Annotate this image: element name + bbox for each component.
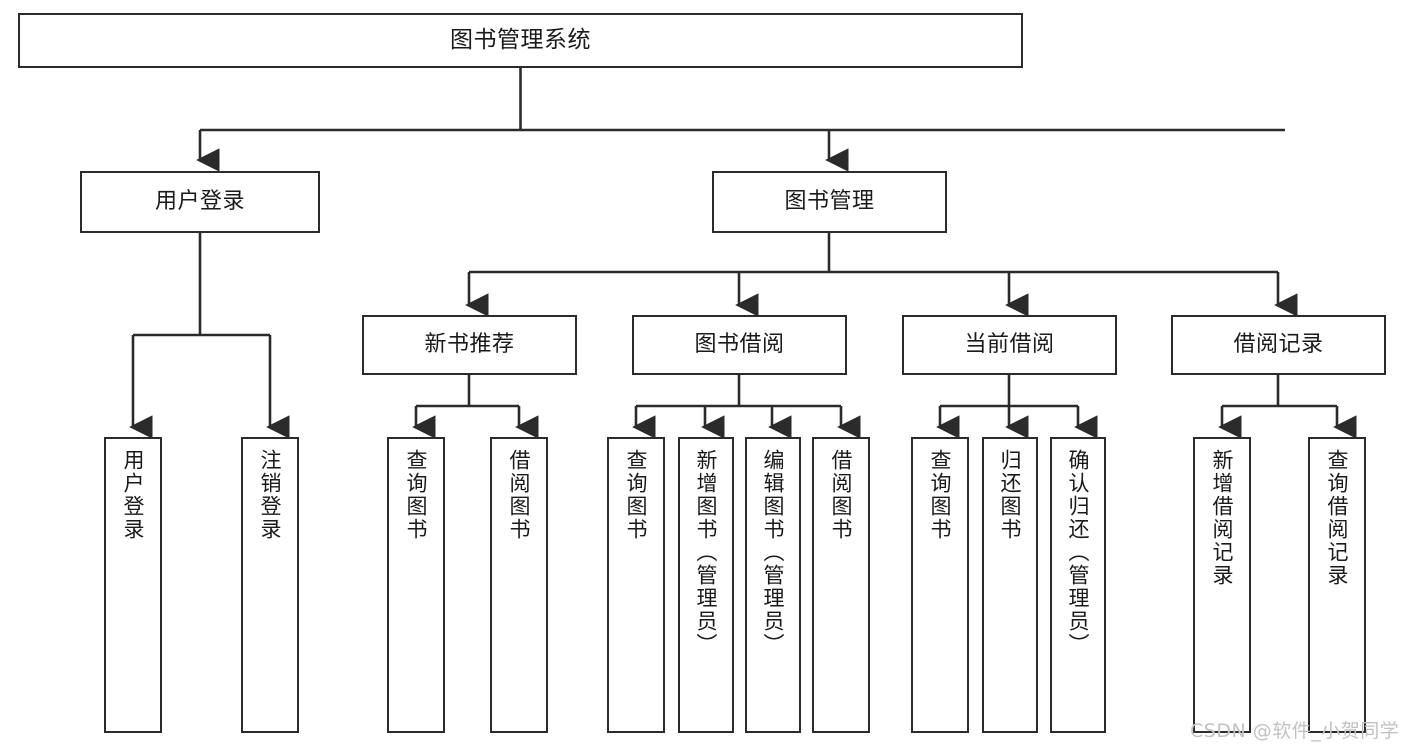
node-leaf-return-book[interactable]: 归还图书: [982, 437, 1038, 733]
node-leaf-confirm-return-admin[interactable]: 确认归还（管理员）: [1050, 437, 1106, 733]
node-leaf-borrow-book-new[interactable]: 借阅图书: [490, 437, 548, 733]
node-leaf-user-login[interactable]: 用户登录: [104, 437, 162, 733]
node-label: 图书管理系统: [450, 26, 591, 53]
node-label: 确认归还（管理员）: [1066, 449, 1091, 656]
node-borrow-record[interactable]: 借阅记录: [1171, 315, 1386, 375]
node-label: 借阅图书: [829, 449, 854, 541]
node-user-login[interactable]: 用户登录: [80, 171, 320, 233]
node-label: 查询图书: [624, 449, 649, 541]
node-label: 注销登录: [258, 449, 283, 541]
node-leaf-query-borrow-record[interactable]: 查询借阅记录: [1308, 437, 1366, 733]
node-new-book-recommend[interactable]: 新书推荐: [362, 315, 577, 375]
node-root-system[interactable]: 图书管理系统: [18, 13, 1023, 68]
node-label: 查询借阅记录: [1325, 449, 1350, 587]
node-leaf-add-borrow-record[interactable]: 新增借阅记录: [1193, 437, 1251, 733]
node-label: 借阅图书: [507, 449, 532, 541]
node-label: 用户登录: [154, 188, 245, 214]
node-label: 查询图书: [928, 449, 953, 541]
node-book-management[interactable]: 图书管理: [712, 171, 947, 233]
node-label: 图书借阅: [694, 331, 785, 357]
node-label: 新书推荐: [424, 331, 515, 357]
node-current-borrow[interactable]: 当前借阅: [902, 315, 1117, 375]
node-label: 借阅记录: [1233, 331, 1324, 357]
node-book-borrow[interactable]: 图书借阅: [632, 315, 847, 375]
node-leaf-query-book-borrow[interactable]: 查询图书: [607, 437, 665, 733]
csdn-watermark: CSDN @软件_小贺同学: [1190, 720, 1400, 742]
node-leaf-edit-book-admin[interactable]: 编辑图书（管理员）: [745, 437, 801, 733]
node-label: 归还图书: [998, 449, 1023, 541]
node-label: 查询图书: [404, 449, 429, 541]
node-label: 当前借阅: [964, 331, 1055, 357]
node-leaf-query-book-current[interactable]: 查询图书: [911, 437, 969, 733]
node-label: 图书管理: [784, 188, 875, 214]
node-leaf-borrow-book[interactable]: 借阅图书: [812, 437, 870, 733]
node-leaf-add-book-admin[interactable]: 新增图书（管理员）: [678, 437, 734, 733]
node-leaf-query-book-new[interactable]: 查询图书: [387, 437, 445, 733]
node-label: 新增图书（管理员）: [694, 449, 719, 656]
node-label: 编辑图书（管理员）: [761, 449, 786, 656]
node-label: 新增借阅记录: [1210, 449, 1235, 587]
node-leaf-logout[interactable]: 注销登录: [241, 437, 299, 733]
node-label: 用户登录: [121, 449, 146, 541]
